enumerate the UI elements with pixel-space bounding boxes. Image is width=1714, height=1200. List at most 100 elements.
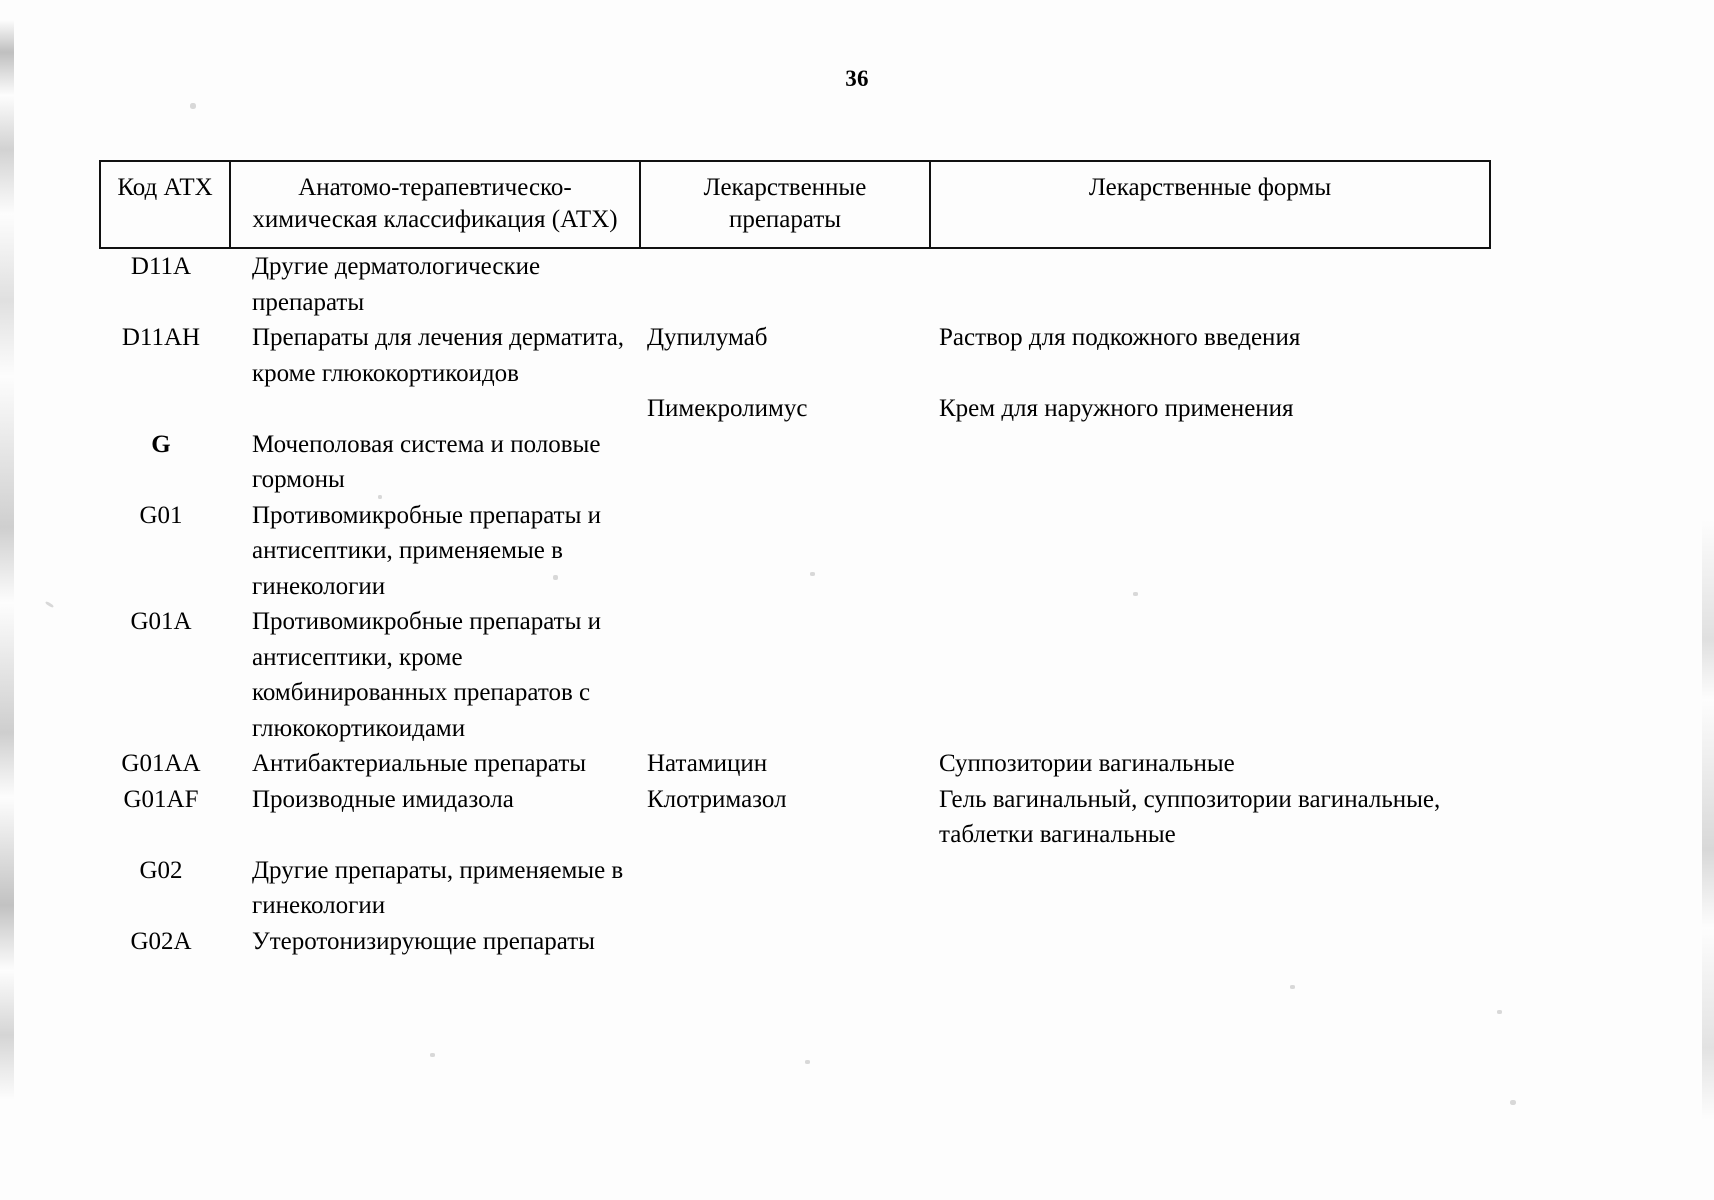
cell-atx-classification-line: гинекологии bbox=[252, 572, 386, 600]
table-row: G01AF Производные имидазола Клотримазол Гел… bbox=[100, 782, 1490, 853]
cell-atx-classification: Мочеполовая система и половые гормоны bbox=[230, 427, 640, 498]
cell-atx-classification: Производные имидазола bbox=[230, 782, 640, 853]
cell-dosage-forms bbox=[930, 604, 1490, 746]
cell-atx-code-line: G01AA bbox=[121, 750, 201, 777]
cell-dosage-forms-line: Суппозитории вагинальные bbox=[939, 750, 1235, 777]
cell-dosage-forms bbox=[930, 248, 1490, 320]
cell-drugs bbox=[640, 604, 930, 746]
cell-drugs bbox=[640, 498, 930, 605]
cell-dosage-forms-line: Гель вагинальный, суппозитории вагинальн… bbox=[939, 785, 1441, 813]
cell-atx-classification-line: гинекологии bbox=[252, 892, 386, 919]
cell-atx-classification-line: Препараты для лечения дерматита, bbox=[252, 324, 625, 351]
cell-atx-classification-line: кроме глюкокортикоидов bbox=[252, 359, 519, 387]
cell-atx-code bbox=[100, 391, 230, 427]
table-header-row: Код АТХ Анатомо-терапевтическо- химическ… bbox=[99, 160, 1491, 249]
cell-atx-code: G02 bbox=[100, 853, 230, 924]
cell-drugs bbox=[640, 853, 930, 924]
cell-atx-classification-line: антисептики, применяемые в bbox=[252, 537, 563, 564]
cell-dosage-forms: Суппозитории вагинальные bbox=[930, 746, 1490, 782]
cell-atx-classification-line: Производные имидазола bbox=[252, 785, 514, 813]
cell-atx-code-line: G02 bbox=[139, 856, 183, 884]
cell-atx-classification-line: Антибактериальные препараты bbox=[252, 750, 587, 777]
scan-edge-artifact-right bbox=[1702, 520, 1714, 1120]
cell-atx-code-line: D11AH bbox=[121, 324, 201, 351]
cell-dosage-forms-line: Раствор для подкожного введения bbox=[939, 324, 1301, 351]
cell-atx-classification-line: Утеротонизирующие препараты bbox=[252, 927, 595, 955]
cell-atx-classification-line: Противомикробные препараты и bbox=[252, 608, 602, 635]
cell-drugs-line: Дупилумаб bbox=[647, 324, 768, 351]
cell-atx-code: D11AH bbox=[100, 320, 230, 391]
cell-atx-classification-line: антисептики, кроме bbox=[252, 643, 463, 671]
cell-dosage-forms: Раствор для подкожного введения bbox=[930, 320, 1490, 391]
atx-classification-table: Код АТХ Анатомо-терапевтическо- химическ… bbox=[99, 160, 1491, 959]
cell-dosage-forms: Гель вагинальный, суппозитории вагинальн… bbox=[930, 782, 1490, 853]
column-header-drugs-line1: Лекарственные bbox=[703, 174, 867, 201]
cell-atx-classification-line: Противомикробные препараты и bbox=[252, 501, 602, 529]
cell-dosage-forms-line: таблетки вагинальные bbox=[939, 821, 1176, 848]
table-row: G01A Противомикробные препараты и антисепт… bbox=[100, 604, 1490, 746]
cell-atx-classification-line: Другие дерматологические bbox=[252, 253, 541, 280]
cell-atx-code-line: D11A bbox=[130, 253, 192, 280]
cell-drugs-line: Пимекролимус bbox=[647, 395, 808, 422]
table-row: G Мочеполовая система и половые гормоны bbox=[100, 427, 1490, 498]
table: Код АТХ Анатомо-терапевтическо- химическ… bbox=[99, 160, 1491, 959]
column-header-atx-code: Код АТХ bbox=[99, 160, 231, 249]
cell-atx-code: G01 bbox=[100, 498, 230, 605]
cell-atx-classification: Другие дерматологические препараты bbox=[230, 248, 640, 320]
cell-drugs: Дупилумаб bbox=[640, 320, 930, 391]
cell-atx-code: G bbox=[100, 427, 230, 498]
cell-atx-code-line: G01 bbox=[139, 501, 183, 529]
cell-atx-code-line: G bbox=[151, 430, 171, 458]
cell-atx-code: G01AA bbox=[100, 746, 230, 782]
cell-atx-classification: Другие препараты, применяемые в гинеколог… bbox=[230, 853, 640, 924]
cell-atx-code: G02A bbox=[100, 924, 230, 960]
cell-drugs: Натамицин bbox=[640, 746, 930, 782]
column-header-atx-classification: Анатомо-терапевтическо- химическая класс… bbox=[229, 160, 641, 249]
cell-atx-classification: Противомикробные препараты и антисептики,… bbox=[230, 498, 640, 605]
cell-dosage-forms bbox=[930, 498, 1490, 605]
cell-atx-code: D11A bbox=[100, 248, 230, 320]
cell-drugs: Пимекролимус bbox=[640, 391, 930, 427]
table-header: Код АТХ Анатомо-терапевтическо- химическ… bbox=[99, 160, 1491, 249]
cell-atx-classification-line: Другие препараты, применяемые в bbox=[252, 856, 624, 884]
table-row: G02 Другие препараты, применяемые в гинеко… bbox=[100, 853, 1490, 924]
cell-atx-code-line: G01AF bbox=[123, 785, 199, 813]
table-row: D11A Другие дерматологические препараты bbox=[100, 248, 1490, 320]
cell-atx-classification: Препараты для лечения дерматита, кроме гл… bbox=[230, 320, 640, 391]
table-row: Пимекролимус Крем для наружного применени… bbox=[100, 391, 1490, 427]
cell-drugs bbox=[640, 248, 930, 320]
cell-atx-classification: Антибактериальные препараты bbox=[230, 746, 640, 782]
column-header-dosage-forms: Лекарственные формы bbox=[929, 160, 1491, 249]
cell-dosage-forms: Крем для наружного применения bbox=[930, 391, 1490, 427]
scan-edge-artifact-left bbox=[0, 20, 14, 1100]
cell-dosage-forms-line: Крем для наружного применения bbox=[939, 395, 1294, 422]
page-number: 36 bbox=[845, 66, 869, 91]
cell-atx-classification bbox=[230, 391, 640, 427]
cell-drugs: Клотримазол bbox=[640, 782, 930, 853]
cell-atx-code: G01A bbox=[100, 604, 230, 746]
cell-atx-code-line: G02A bbox=[130, 927, 192, 955]
cell-drugs-line: Клотримазол bbox=[647, 785, 787, 813]
column-header-drugs-line2: препараты bbox=[728, 205, 842, 233]
cell-atx-classification: Утеротонизирующие препараты bbox=[230, 924, 640, 960]
cell-atx-code-line: G01A bbox=[130, 608, 192, 635]
table-row: D11AH Препараты для лечения дерматита, кро… bbox=[100, 320, 1490, 391]
cell-atx-classification-line: препараты bbox=[252, 288, 365, 316]
cell-atx-classification-line: гормоны bbox=[252, 466, 345, 493]
cell-drugs bbox=[640, 427, 930, 498]
cell-dosage-forms bbox=[930, 924, 1490, 960]
cell-dosage-forms bbox=[930, 853, 1490, 924]
cell-dosage-forms bbox=[930, 427, 1490, 498]
cell-drugs bbox=[640, 924, 930, 960]
column-header-drugs: Лекарственные препараты bbox=[639, 160, 931, 249]
cell-atx-code: G01AF bbox=[100, 782, 230, 853]
table-row: G02A Утеротонизирующие препараты bbox=[100, 924, 1490, 960]
cell-atx-classification-line: глюкокортикоидами bbox=[252, 714, 466, 742]
column-header-atx-classification-line2: химическая классификация (АТХ) bbox=[252, 205, 618, 233]
cell-atx-classification-line: Мочеполовая система и половые bbox=[252, 430, 601, 458]
cell-atx-classification: Противомикробные препараты и антисептики,… bbox=[230, 604, 640, 746]
cell-atx-classification-line: комбинированных препаратов с bbox=[252, 679, 591, 706]
column-header-atx-classification-line1: Анатомо-терапевтическо- bbox=[298, 174, 572, 201]
